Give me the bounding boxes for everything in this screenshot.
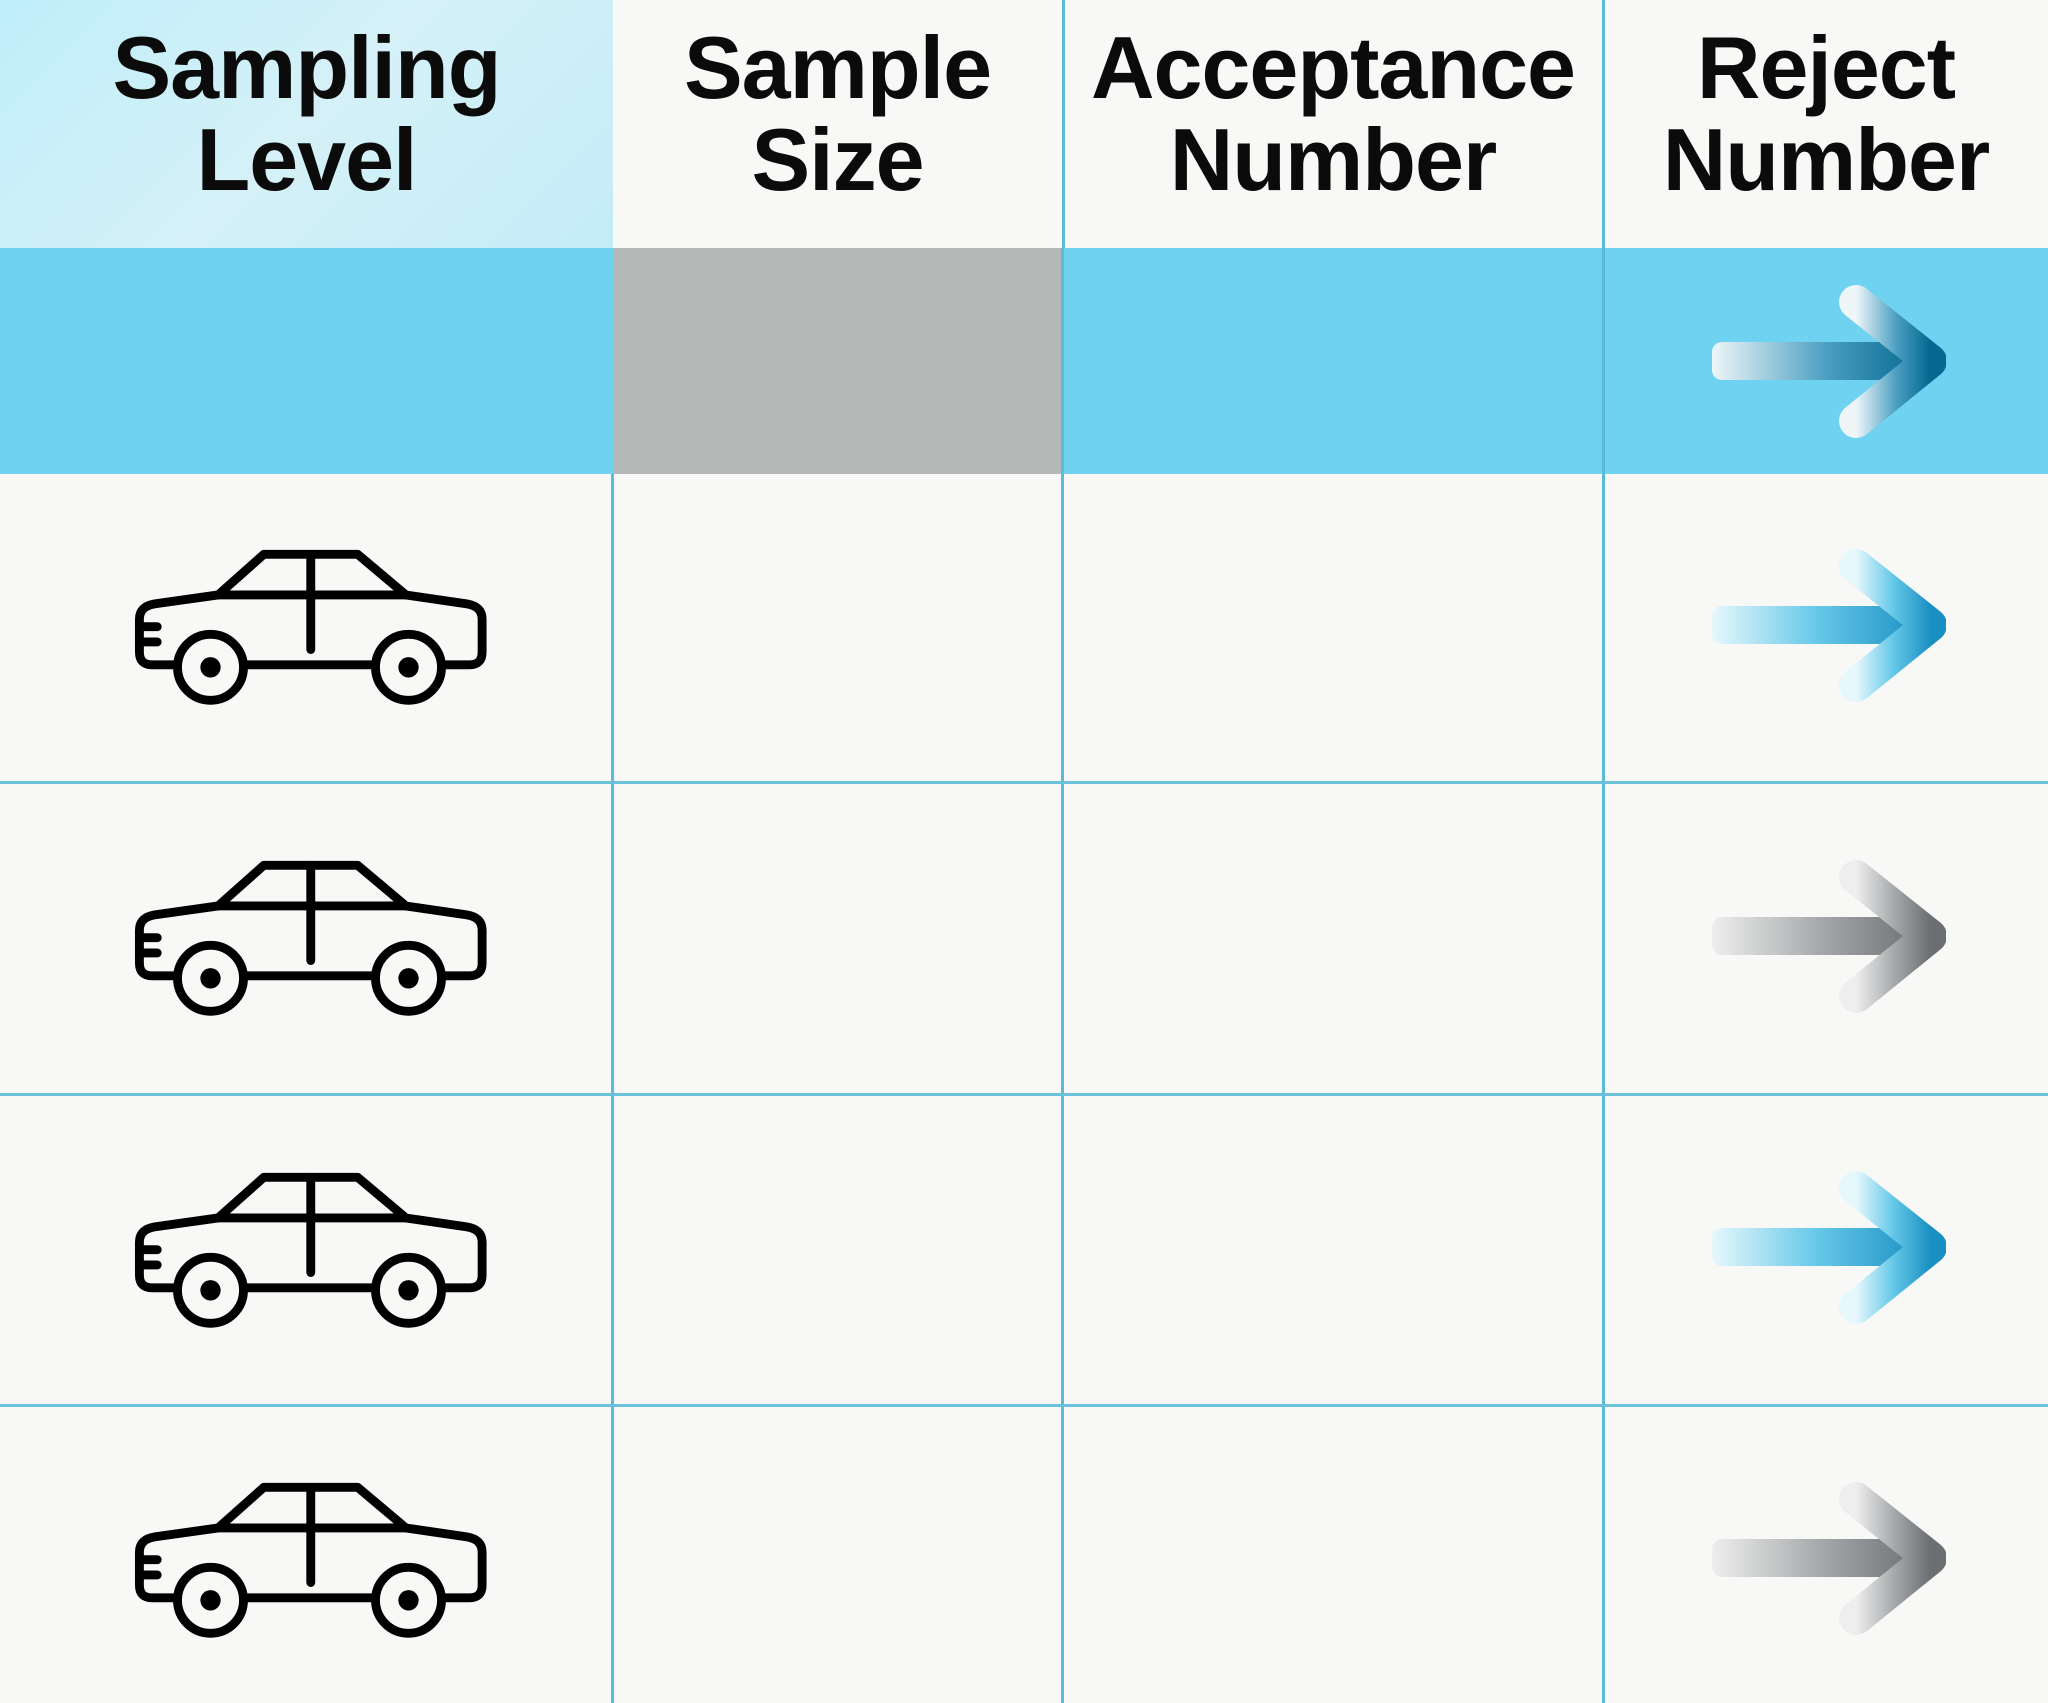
gray-cell [613,248,1062,474]
grid-vline [611,474,614,1703]
header-line: Number [1169,110,1497,209]
grid-hline [0,1093,2048,1096]
header-line: Sampling [112,18,501,117]
arrow-right-icon [1712,285,1946,438]
grid-hline [0,781,2048,784]
header-line: Number [1662,110,1990,209]
header-line: Level [196,110,417,209]
car-icon [128,1481,491,1646]
car-icon [128,859,491,1024]
grid-vline [1602,248,1605,1703]
arrow-right-icon [1712,1171,1946,1324]
header-line: Reject [1696,18,1956,117]
grid-hline [0,1404,2048,1407]
arrow-right-icon [1712,1482,1946,1635]
car-icon [128,548,491,713]
arrow-right-icon [1712,549,1946,702]
grid-vline [1061,248,1064,1703]
car-icon [128,1171,491,1336]
header-line: Acceptance [1090,18,1576,117]
header-line: Sample [683,18,992,117]
header-divider [1062,0,1065,248]
header-divider [1602,0,1605,248]
header-line: Size [751,110,924,209]
arrow-right-icon [1712,860,1946,1013]
